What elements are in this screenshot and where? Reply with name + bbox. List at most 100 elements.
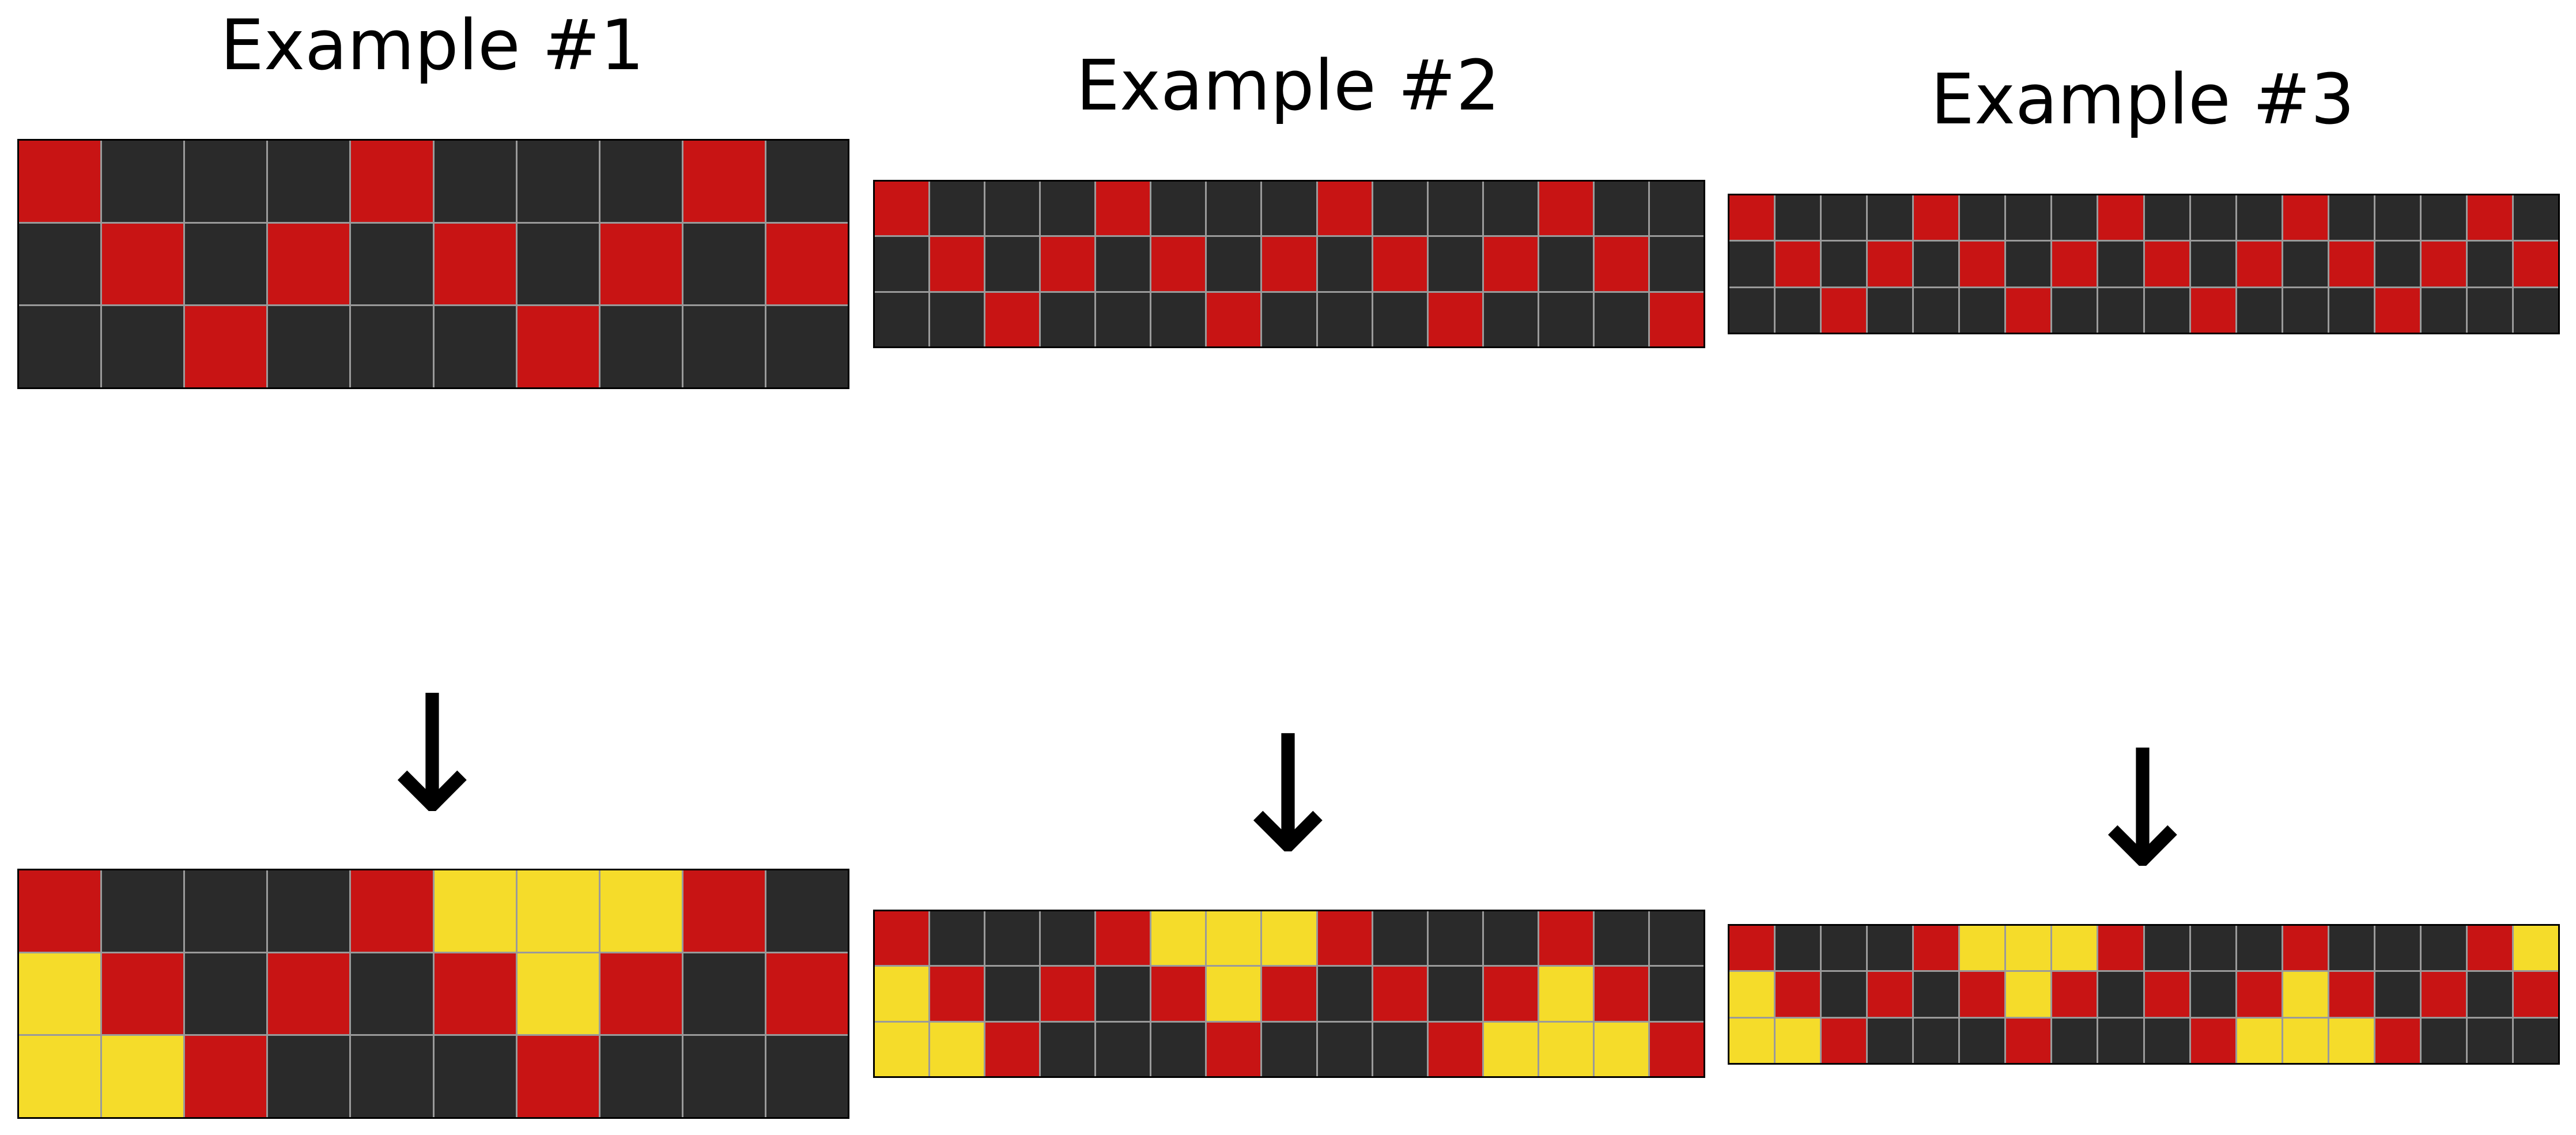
output-cell-r1-c12 <box>1539 967 1593 1021</box>
input-cell-r2-c1 <box>1776 288 1820 333</box>
input-cell-r0-c7 <box>600 141 682 222</box>
output-cell-r2-c2 <box>985 1022 1040 1076</box>
input-cell-r1-c6 <box>1207 237 1261 291</box>
output-cell-r0-c5 <box>1151 911 1206 966</box>
output-cell-r2-c9 <box>766 1036 848 1117</box>
output-cell-r0-c5 <box>1960 926 2005 971</box>
example-2-title: Example #2 <box>1076 46 1500 126</box>
output-cell-r0-c2 <box>185 870 267 952</box>
output-cell-r0-c1 <box>930 911 984 966</box>
input-cell-r2-c11 <box>2237 288 2282 333</box>
output-cell-r1-c8 <box>2098 972 2143 1017</box>
input-cell-r2-c2 <box>185 306 267 387</box>
input-cell-r2-c5 <box>1960 288 2005 333</box>
input-cell-r2-c7 <box>600 306 682 387</box>
output-cell-r1-c15 <box>2421 972 2466 1017</box>
output-cell-r0-c12 <box>2283 926 2328 971</box>
output-cell-r2-c10 <box>1428 1022 1482 1076</box>
output-cell-r1-c6 <box>517 953 599 1035</box>
example-3-arrow-icon: ↓ <box>2075 716 2211 904</box>
input-cell-r0-c0 <box>1729 195 1774 240</box>
output-cell-r0-c5 <box>434 870 516 952</box>
input-cell-r2-c2 <box>985 292 1040 346</box>
input-cell-r2-c6 <box>1207 292 1261 346</box>
input-cell-r2-c5 <box>434 306 516 387</box>
input-cell-r0-c10 <box>2190 195 2235 240</box>
output-cell-r1-c4 <box>1914 972 1959 1017</box>
input-cell-r2-c8 <box>2098 288 2143 333</box>
input-cell-r2-c3 <box>1041 292 1095 346</box>
output-cell-r2-c7 <box>2052 1018 2097 1063</box>
output-cell-r1-c16 <box>2467 972 2512 1017</box>
input-cell-r1-c11 <box>2237 242 2282 286</box>
output-cell-r2-c8 <box>2098 1018 2143 1063</box>
output-cell-r0-c8 <box>1317 911 1372 966</box>
input-cell-r0-c11 <box>1483 182 1538 236</box>
input-cell-r0-c3 <box>1041 182 1095 236</box>
output-cell-r2-c7 <box>600 1036 682 1117</box>
input-cell-r0-c13 <box>2329 195 2374 240</box>
output-cell-r2-c17 <box>2513 1018 2558 1063</box>
example-1-title: Example #1 <box>220 6 644 86</box>
output-cell-r1-c7 <box>600 953 682 1035</box>
output-cell-r2-c4 <box>351 1036 433 1117</box>
output-cell-r2-c9 <box>2144 1018 2189 1063</box>
input-cell-r1-c5 <box>434 223 516 305</box>
example-1-output-grid <box>17 869 849 1119</box>
input-cell-r2-c6 <box>517 306 599 387</box>
output-cell-r0-c6 <box>2006 926 2051 971</box>
input-cell-r1-c3 <box>1041 237 1095 291</box>
input-cell-r0-c14 <box>2375 195 2420 240</box>
input-cell-r1-c11 <box>1483 237 1538 291</box>
input-cell-r0-c1 <box>102 141 184 222</box>
input-cell-r1-c6 <box>517 223 599 305</box>
output-cell-r1-c9 <box>766 953 848 1035</box>
input-cell-r2-c10 <box>2190 288 2235 333</box>
input-cell-r0-c6 <box>1207 182 1261 236</box>
output-cell-r0-c4 <box>1914 926 1959 971</box>
input-cell-r0-c8 <box>683 141 765 222</box>
input-cell-r2-c17 <box>2513 288 2558 333</box>
output-cell-r1-c0 <box>875 967 929 1021</box>
input-cell-r2-c5 <box>1151 292 1206 346</box>
input-cell-r1-c4 <box>351 223 433 305</box>
output-cell-r1-c7 <box>2052 972 2097 1017</box>
input-cell-r1-c1 <box>102 223 184 305</box>
output-cell-r0-c3 <box>1868 926 1913 971</box>
input-cell-r1-c0 <box>19 223 101 305</box>
output-cell-r1-c8 <box>683 953 765 1035</box>
output-cell-r1-c6 <box>2006 972 2051 1017</box>
input-cell-r0-c6 <box>2006 195 2051 240</box>
input-cell-r1-c14 <box>1649 237 1704 291</box>
input-cell-r1-c13 <box>2329 242 2374 286</box>
output-cell-r1-c1 <box>1776 972 1820 1017</box>
input-cell-r1-c2 <box>985 237 1040 291</box>
input-cell-r0-c1 <box>930 182 984 236</box>
output-cell-r2-c6 <box>517 1036 599 1117</box>
input-cell-r2-c12 <box>2283 288 2328 333</box>
input-cell-r2-c14 <box>1649 292 1704 346</box>
output-cell-r0-c16 <box>2467 926 2512 971</box>
input-cell-r0-c12 <box>1539 182 1593 236</box>
output-cell-r0-c9 <box>2144 926 2189 971</box>
input-cell-r1-c7 <box>600 223 682 305</box>
output-cell-r0-c6 <box>1207 911 1261 966</box>
input-cell-r0-c9 <box>1373 182 1427 236</box>
input-cell-r0-c11 <box>2237 195 2282 240</box>
input-cell-r0-c0 <box>19 141 101 222</box>
output-cell-r0-c2 <box>1822 926 1867 971</box>
output-cell-r2-c1 <box>102 1036 184 1117</box>
input-cell-r1-c5 <box>1151 237 1206 291</box>
output-cell-r2-c12 <box>2283 1018 2328 1063</box>
input-cell-r1-c6 <box>2006 242 2051 286</box>
input-cell-r1-c10 <box>2190 242 2235 286</box>
output-cell-r1-c11 <box>1483 967 1538 1021</box>
output-cell-r1-c13 <box>2329 972 2374 1017</box>
output-cell-r1-c10 <box>2190 972 2235 1017</box>
input-cell-r1-c1 <box>930 237 984 291</box>
input-cell-r2-c3 <box>1868 288 1913 333</box>
output-cell-r1-c6 <box>1207 967 1261 1021</box>
input-cell-r0-c7 <box>1262 182 1316 236</box>
input-cell-r2-c1 <box>102 306 184 387</box>
output-cell-r1-c8 <box>1317 967 1372 1021</box>
